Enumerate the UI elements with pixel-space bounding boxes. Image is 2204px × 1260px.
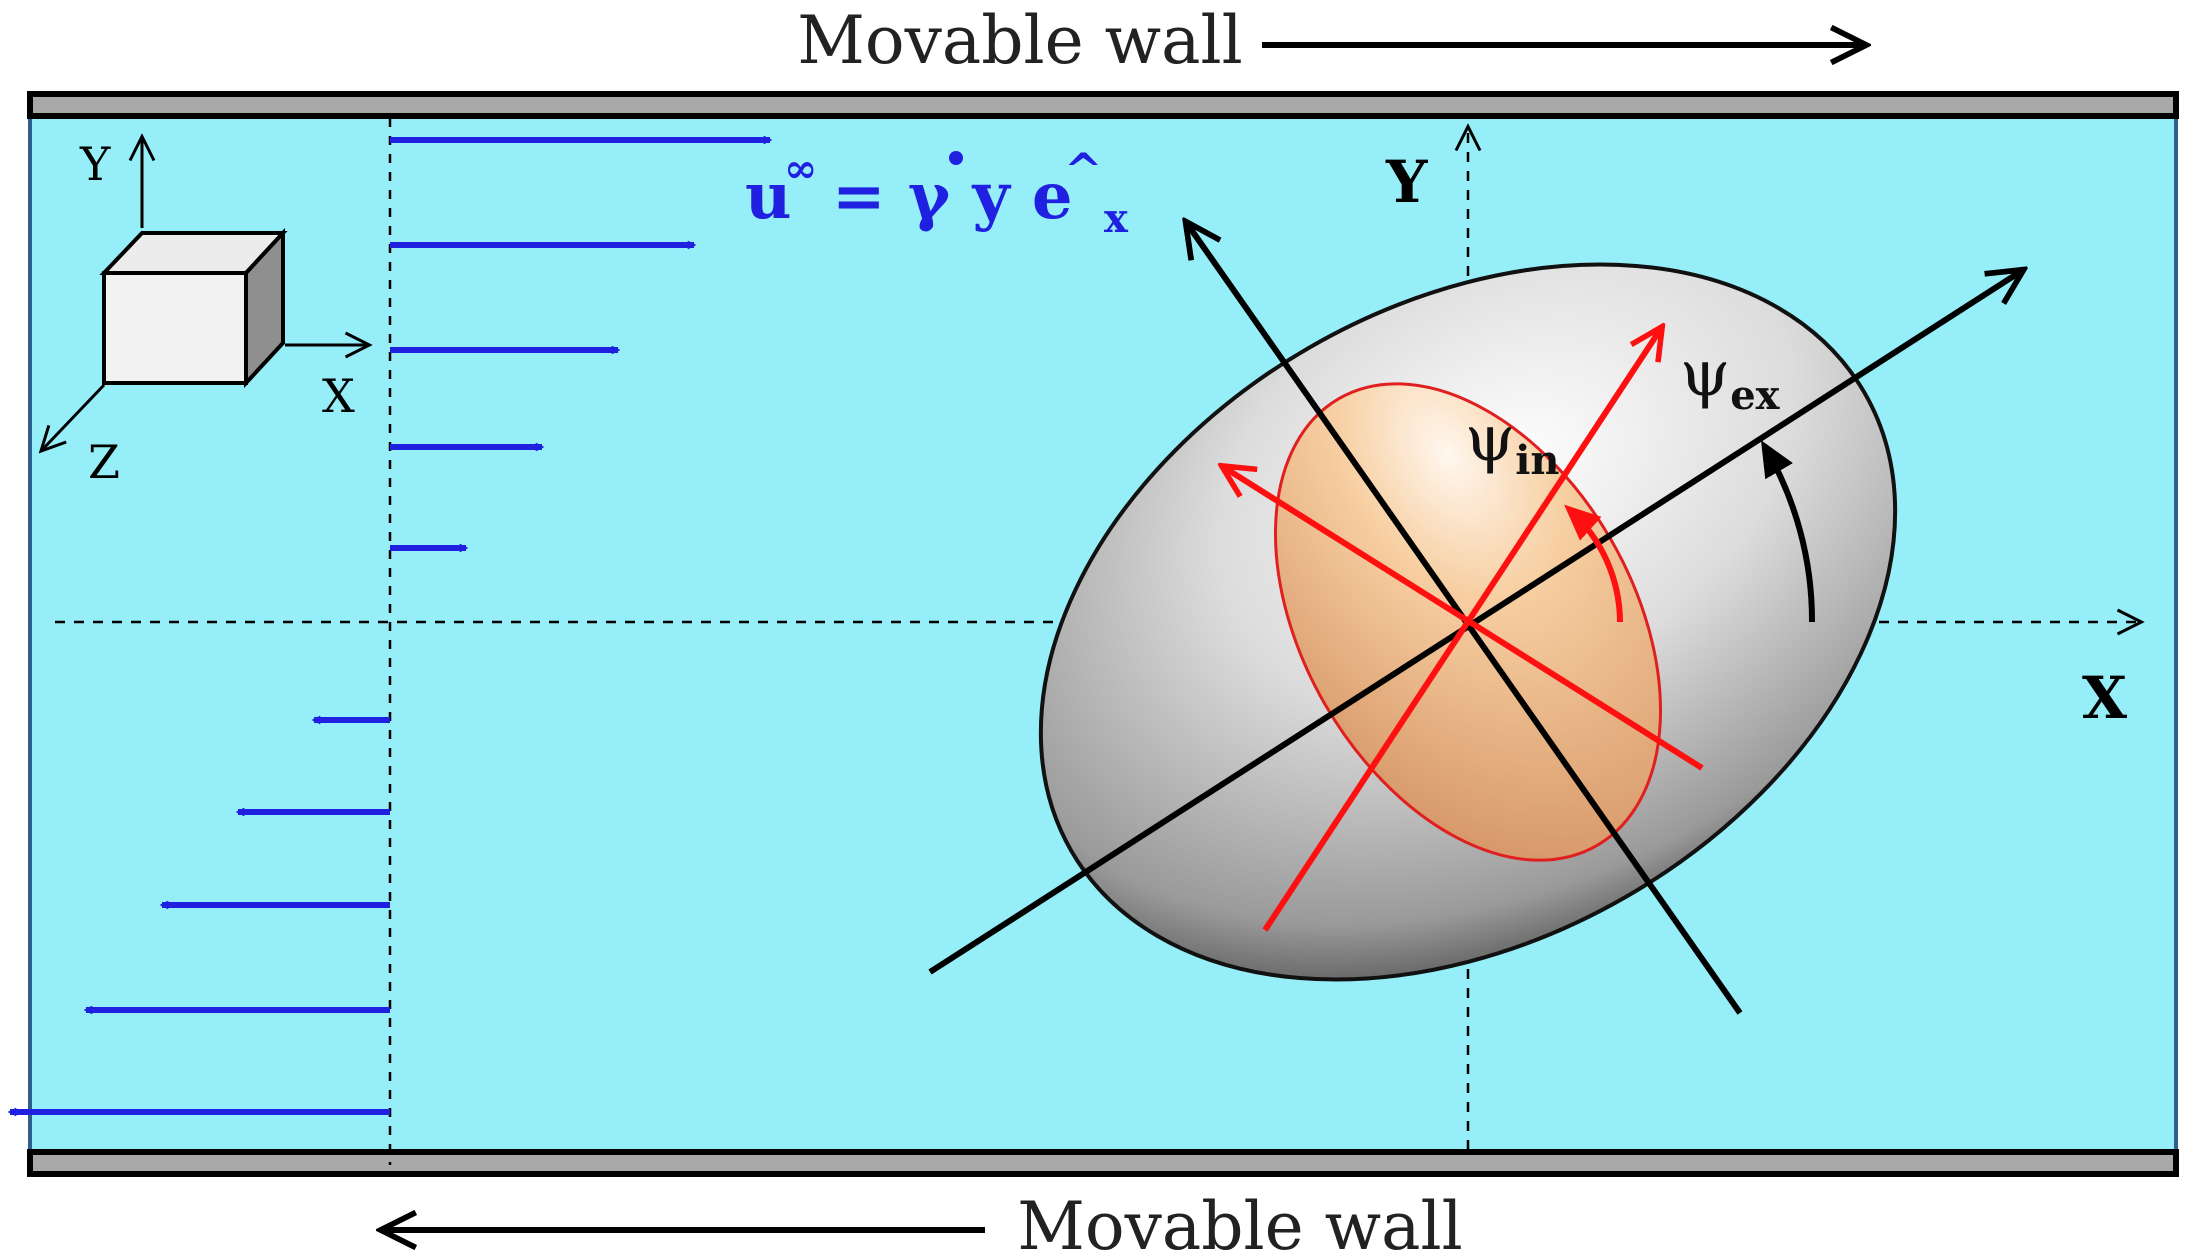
velocity-formula: u ∞ = γ y e ^ x [745,143,1129,242]
bottom-wall [27,1149,2179,1177]
psi-in-label: ψin [1465,402,1559,484]
top-wall-label: Movable wall [797,2,1242,79]
psi-in-arc [1564,504,1623,623]
psi-ex-label: ψex [1680,337,1781,419]
flow-profile [10,118,770,1165]
formula-rest: = γ y e [832,159,1073,234]
frame-z-axis [42,383,106,450]
formula-infinity: ∞ [784,145,817,192]
bottom-wall-label: Movable wall [1017,1188,1462,1260]
cube-front [102,271,248,385]
frame-x-label: X [322,369,355,423]
hat-accent: ^ [1064,143,1103,197]
frame-y-label: Y [79,137,111,191]
top-wall [27,91,2179,119]
main-x-label: X [2082,664,2127,732]
psi-ex-arc [1760,440,1816,623]
inner-minor-axis [1225,468,1704,771]
main-y-label: Y [1385,148,1428,216]
frame-z-label: Z [88,435,120,489]
inner-major-axis [1262,330,1660,932]
inner-principal-axes [1225,330,1704,932]
formula-u: u [745,159,792,234]
gamma-dot [949,151,963,165]
formula-sub-x: x [1104,195,1129,242]
coordinate-frame: Y X Z [42,137,368,489]
